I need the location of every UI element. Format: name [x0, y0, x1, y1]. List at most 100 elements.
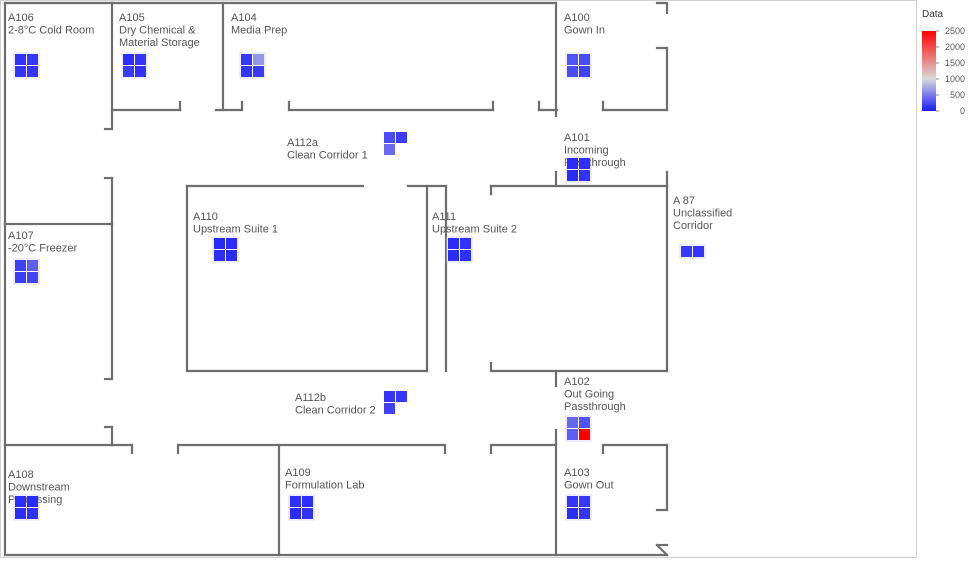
heat-grid	[565, 52, 592, 79]
room-code: A101	[564, 132, 590, 144]
heat-cell[interactable]	[27, 260, 38, 271]
heat-cell[interactable]	[27, 496, 38, 507]
heat-cell[interactable]	[567, 170, 578, 181]
heat-cell[interactable]	[384, 144, 395, 155]
heat-cell[interactable]	[15, 272, 26, 283]
heat-grid	[212, 236, 239, 263]
room-a107[interactable]: A107-20°C Freezer	[8, 230, 78, 285]
room-name-line: Downstream	[8, 482, 70, 494]
heat-cell[interactable]	[123, 54, 134, 65]
heat-cell[interactable]	[135, 54, 146, 65]
room-name-line: Upstream Suite 1	[193, 224, 278, 236]
heat-cell[interactable]	[15, 54, 26, 65]
heat-cell[interactable]	[253, 66, 264, 77]
heat-cell[interactable]	[448, 250, 459, 261]
room-a108[interactable]: A108DownstreamProcessing	[8, 469, 70, 521]
heat-cell[interactable]	[567, 429, 578, 440]
room-name-line: Upstream Suite 2	[432, 224, 517, 236]
heat-cell[interactable]	[123, 66, 134, 77]
heat-cell[interactable]	[302, 496, 313, 507]
heat-cell[interactable]	[384, 391, 395, 402]
legend-color-bar	[922, 31, 936, 111]
heat-grid	[565, 494, 592, 521]
heat-cell[interactable]	[396, 391, 407, 402]
legend-tick-label: 1500	[945, 58, 965, 68]
heat-cell[interactable]	[579, 508, 590, 519]
heat-cell[interactable]	[384, 403, 395, 414]
heat-cell[interactable]	[579, 66, 590, 77]
heat-cell[interactable]	[448, 238, 459, 249]
heat-cell[interactable]	[27, 54, 38, 65]
heat-cell[interactable]	[567, 158, 578, 169]
heat-cell[interactable]	[15, 508, 26, 519]
heat-cell[interactable]	[27, 508, 38, 519]
room-name-line: Material Storage	[119, 37, 200, 49]
heat-grid	[239, 52, 266, 79]
heat-grid	[288, 494, 315, 521]
heat-cell[interactable]	[579, 417, 590, 428]
heat-cell[interactable]	[460, 250, 471, 261]
heat-cell[interactable]	[253, 54, 264, 65]
heat-cell[interactable]	[290, 496, 301, 507]
heat-cell[interactable]	[567, 508, 578, 519]
heat-cell[interactable]	[693, 246, 704, 257]
heat-grid-outline	[13, 52, 40, 79]
heat-cell[interactable]	[579, 429, 590, 440]
heat-cell[interactable]	[567, 496, 578, 507]
heat-cell[interactable]	[226, 250, 237, 261]
heat-cell[interactable]	[567, 417, 578, 428]
heat-grid-outline	[565, 415, 592, 442]
heat-cell[interactable]	[214, 238, 225, 249]
heat-cell[interactable]	[460, 238, 471, 249]
room-name-line: Unclassified	[673, 208, 732, 220]
legend-title: Data	[922, 9, 944, 20]
heat-cell[interactable]	[567, 54, 578, 65]
heat-cell[interactable]	[579, 170, 590, 181]
heat-cell[interactable]	[384, 132, 395, 143]
heat-cell[interactable]	[579, 158, 590, 169]
heat-grid	[565, 156, 592, 183]
room-name-line: Corridor	[673, 220, 713, 232]
heat-cell[interactable]	[241, 66, 252, 77]
heat-cell[interactable]	[567, 66, 578, 77]
heat-cell[interactable]	[579, 496, 590, 507]
heat-cell[interactable]	[27, 66, 38, 77]
room-name-line: Media Prep	[231, 25, 287, 37]
heat-cell[interactable]	[15, 496, 26, 507]
legend-tick-label: 2000	[945, 42, 965, 52]
heat-cell[interactable]	[290, 508, 301, 519]
heat-cell[interactable]	[681, 246, 692, 257]
room-name-line: Gown Out	[564, 480, 614, 492]
heat-cell[interactable]	[396, 132, 407, 143]
room-code: A112a	[287, 137, 319, 149]
heat-cell[interactable]	[241, 54, 252, 65]
heat-cell[interactable]	[214, 250, 225, 261]
heat-cell[interactable]	[27, 272, 38, 283]
heat-cell[interactable]	[15, 66, 26, 77]
legend-tick-label: 1000	[945, 74, 965, 84]
heat-cell[interactable]	[135, 66, 146, 77]
heat-cell[interactable]	[302, 508, 313, 519]
heat-cell[interactable]	[579, 54, 590, 65]
legend-tick-label: 2500	[945, 26, 965, 36]
heat-cell[interactable]	[226, 238, 237, 249]
room-name-line: -20°C Freezer	[8, 243, 78, 255]
heat-cell[interactable]	[15, 260, 26, 271]
room-code: A112b	[295, 392, 326, 404]
room-name-line: Incoming	[564, 145, 609, 157]
